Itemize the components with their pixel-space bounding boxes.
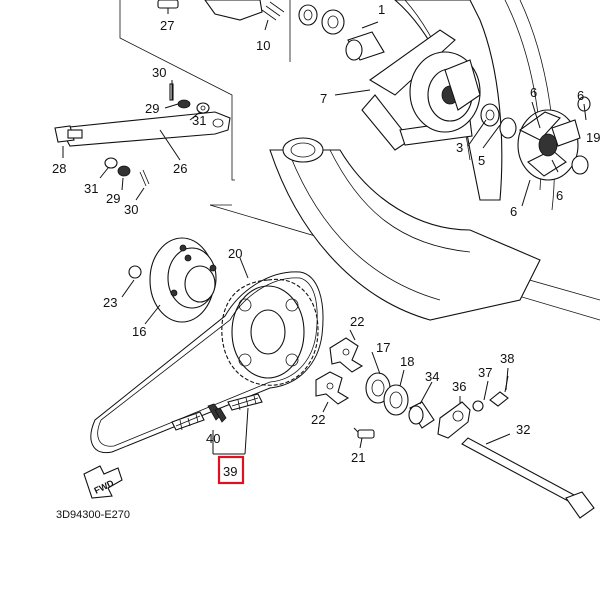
callout-40[interactable]: 40 [206,431,220,446]
axle-and-adjusters [315,329,595,519]
callout-7[interactable]: 7 [320,91,327,106]
callout-17[interactable]: 17 [376,340,390,355]
callout-31a[interactable]: 31 [192,113,206,128]
wheel-damper [517,96,591,181]
callout-29a[interactable]: 29 [145,101,159,116]
fwd-arrow: FWD [83,465,123,499]
wheel-leaders [334,89,587,207]
callout-31b[interactable]: 31 [84,181,98,196]
top-small-parts [157,0,285,31]
drawing-code: 3D94300-E270 [56,509,130,521]
callout-6c[interactable]: 6 [556,188,563,203]
callout-18[interactable]: 18 [400,354,414,369]
callout-22b[interactable]: 22 [311,412,325,427]
callout-10[interactable]: 10 [256,38,270,53]
callout-29b[interactable]: 29 [106,191,120,206]
torque-arm-assembly [54,80,231,201]
callout-39[interactable]: 39 [223,464,237,479]
callout-19[interactable]: 19 [586,130,600,145]
top-bearing-parts [298,4,385,61]
callout-38[interactable]: 38 [500,351,514,366]
callout-5[interactable]: 5 [478,153,485,168]
callout-20[interactable]: 20 [228,246,242,261]
callout-37[interactable]: 37 [478,365,492,380]
callout-21[interactable]: 21 [351,450,365,465]
callout-36[interactable]: 36 [452,379,466,394]
callout-labels: 27 10 1 30 29 31 7 28 26 31 29 30 3 5 6 … [52,2,600,479]
callout-6a[interactable]: 6 [530,85,537,100]
chain-joints [171,393,263,455]
highlight-box-39 [217,455,245,485]
callout-6b[interactable]: 6 [577,88,584,103]
callout-26[interactable]: 26 [173,161,187,176]
callout-32[interactable]: 32 [516,422,530,437]
callout-1[interactable]: 1 [378,2,385,17]
callout-6d[interactable]: 6 [510,204,517,219]
callout-3[interactable]: 3 [456,140,463,155]
callout-34[interactable]: 34 [425,369,439,384]
sprocket-assembly [121,237,319,386]
callout-28[interactable]: 28 [52,161,66,176]
callout-27[interactable]: 27 [160,18,174,33]
callout-23[interactable]: 23 [103,295,117,310]
callout-30a[interactable]: 30 [152,65,166,80]
callout-16[interactable]: 16 [132,324,146,339]
rear-wheel [269,0,555,321]
callout-30b[interactable]: 30 [124,202,138,217]
callout-22a[interactable]: 22 [350,314,364,329]
